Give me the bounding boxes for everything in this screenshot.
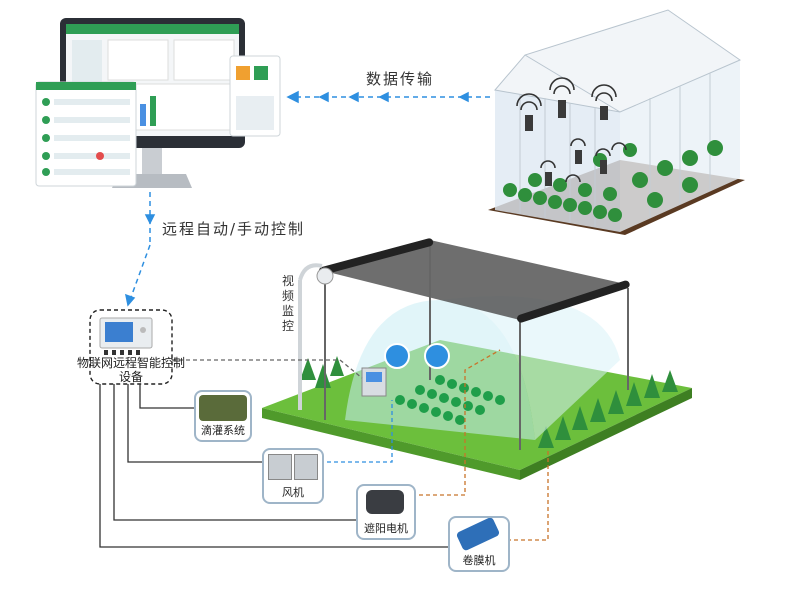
drip-irrigation-card: 滴灌系统: [194, 390, 252, 442]
data-transfer-arrow: [286, 90, 490, 104]
remote-control-arrow: [124, 192, 156, 307]
shade-motor-image: [366, 490, 404, 514]
fan-image: [268, 454, 292, 480]
drip-irrigation-image: [199, 395, 247, 421]
drip-irrigation-label: 滴灌系统: [201, 424, 245, 437]
fan-label: 风机: [282, 486, 304, 499]
film-roller-card: 卷膜机: [448, 516, 510, 572]
monitor-illustration: [35, 18, 281, 188]
shade-motor-card: 遮阳电机: [356, 484, 416, 540]
remote-control-label: 远程自动/手动控制: [162, 220, 306, 238]
fan-image-2: [294, 454, 318, 480]
control-wires: [99, 384, 448, 548]
video-monitor-label: 视频监控: [281, 274, 294, 333]
device-link-wires: [172, 349, 549, 541]
data-transfer-label: 数据传输: [366, 70, 435, 88]
controller-label: 物联网远程智能控制设备: [76, 356, 185, 384]
controller-illustration: [89, 309, 173, 385]
film-roller-label: 卷膜机: [462, 554, 496, 567]
greenhouse-top-illustration: [488, 9, 745, 235]
fan-card: 风机: [262, 448, 324, 504]
greenhouse-main-illustration: [262, 238, 692, 480]
film-roller-image: [455, 518, 501, 552]
shade-motor-label: 遮阳电机: [364, 522, 408, 535]
